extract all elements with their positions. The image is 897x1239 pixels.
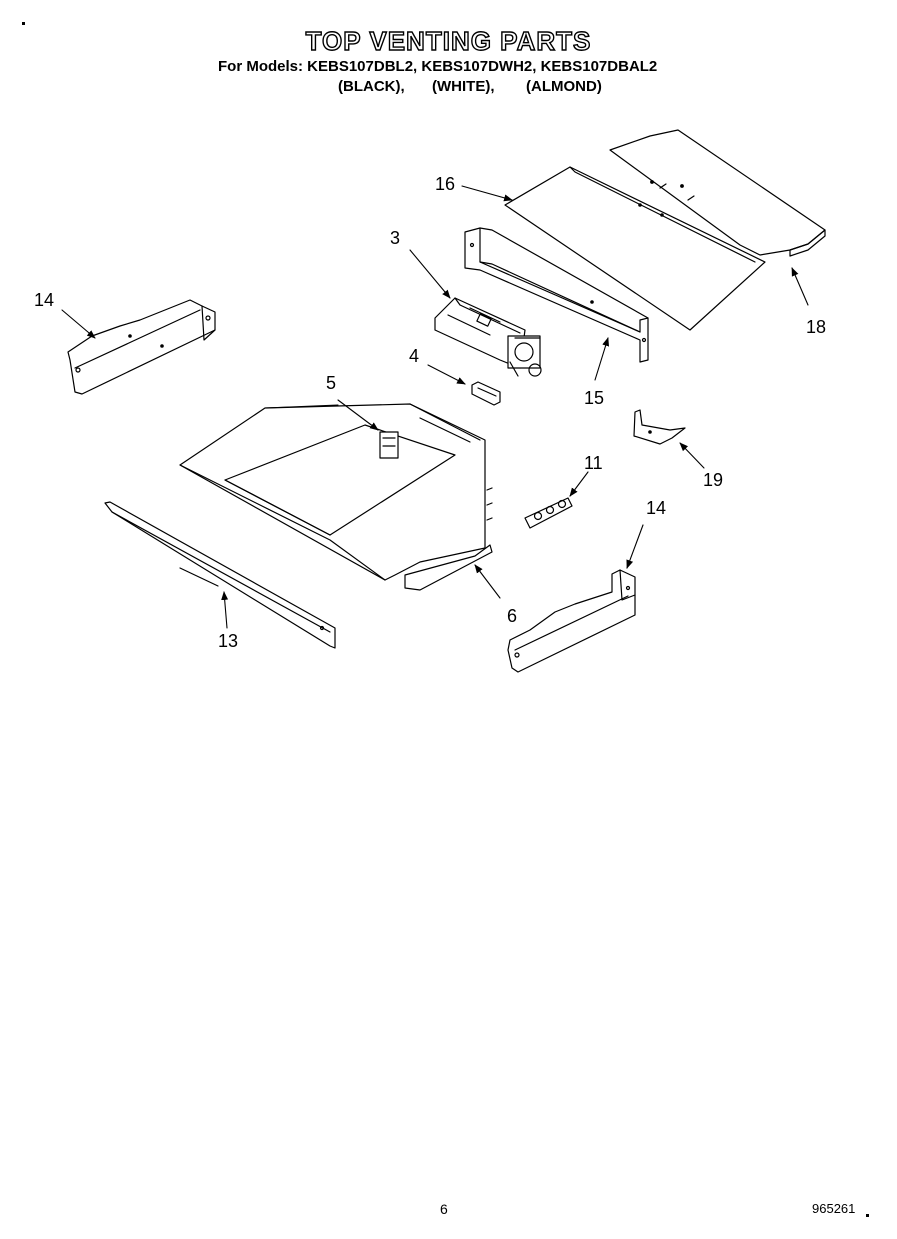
color-white: (WHITE), [432, 78, 495, 95]
part-11-terminal-block [524, 497, 573, 529]
leader-14-right [626, 524, 644, 569]
callout-11: 11 [584, 453, 603, 473]
callout-labels: 16 3 14 18 4 15 5 19 11 14 6 13 [34, 174, 826, 651]
color-almond: (ALMOND) [526, 78, 602, 95]
leader-3 [409, 249, 451, 299]
footer-mark [866, 1214, 869, 1217]
leader-15 [594, 337, 610, 381]
leader-19 [679, 442, 705, 469]
callout-3: 3 [390, 228, 400, 248]
callout-4: 4 [409, 346, 419, 366]
leader-5a [264, 404, 339, 409]
part-18-rear-panel [609, 129, 826, 257]
part-16-top-panel [504, 166, 766, 331]
leader-4 [427, 364, 466, 385]
leader-lines [61, 185, 809, 629]
leader-13 [221, 591, 229, 629]
callout-13: 13 [218, 631, 238, 651]
leader-16 [461, 185, 513, 202]
callout-19: 19 [703, 470, 723, 490]
part-3-fan-motor-assembly [434, 297, 542, 377]
callout-16: 16 [435, 174, 455, 194]
part-6-duct-assembly [179, 403, 493, 591]
document-code: 965261 [812, 1201, 856, 1216]
part-15-channel-bracket [464, 227, 649, 363]
page-number: 6 [440, 1201, 448, 1217]
corner-mark [22, 22, 25, 25]
leader-5 [337, 399, 379, 431]
callout-6: 6 [507, 606, 517, 626]
part-4-clip [471, 381, 501, 406]
part-14-left-bracket [67, 299, 216, 395]
callout-15: 15 [584, 388, 604, 408]
leader-14-left [61, 309, 96, 339]
leader-18 [791, 267, 809, 306]
part-14-right-bracket [507, 569, 636, 673]
part-13-front-trim [104, 501, 336, 649]
callout-14-right: 14 [646, 498, 666, 518]
part-19-small-bracket [633, 409, 686, 445]
callout-14-left: 14 [34, 290, 54, 310]
callout-5: 5 [326, 373, 336, 393]
callout-18: 18 [806, 317, 826, 337]
page-title: TOP VENTING PARTS [305, 25, 592, 56]
models-line: For Models: KEBS107DBL2, KEBS107DWH2, KE… [218, 58, 658, 75]
color-black: (BLACK), [338, 78, 405, 95]
leader-11 [569, 471, 589, 497]
leader-6 [474, 564, 501, 599]
